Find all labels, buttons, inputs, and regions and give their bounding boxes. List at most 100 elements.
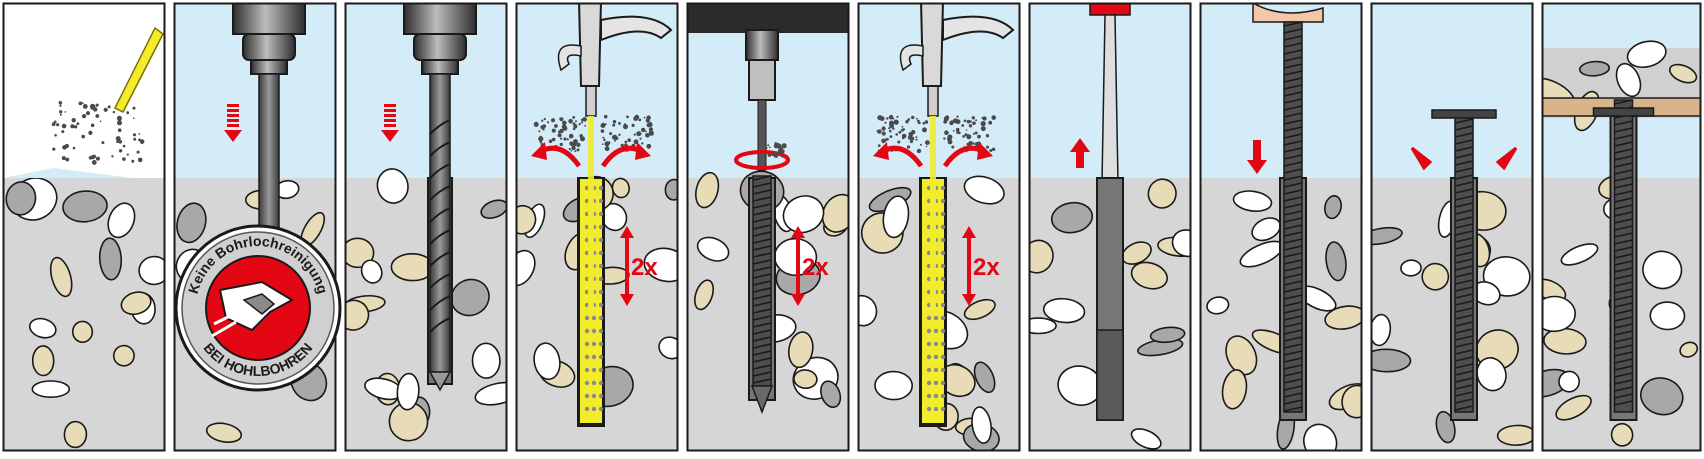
- panel-border-7: [1028, 2, 1192, 452]
- dust-pile-edge: [3, 168, 133, 178]
- dust-particle: [563, 125, 566, 128]
- aggregate-stone: [396, 372, 420, 411]
- aggregate-stone: [1555, 394, 1592, 421]
- aggregate-stone: [205, 422, 243, 443]
- rod-thread: [1454, 405, 1474, 411]
- dust-particle: [955, 119, 958, 121]
- rod-thread: [1614, 351, 1633, 357]
- sleeve-perforation: [584, 341, 590, 347]
- step-panel-10: [1542, 3, 1701, 451]
- dust-particle: [574, 150, 577, 153]
- aggregate-stone: [533, 342, 561, 381]
- rod-thread: [1454, 230, 1474, 236]
- arrow-down-icon: [791, 294, 805, 306]
- aggregate-stone: [793, 369, 818, 390]
- dust-particle: [569, 136, 572, 139]
- dust-particle: [645, 118, 650, 123]
- sleeve-perforation: [598, 315, 604, 321]
- step-panel-5: [687, 3, 849, 451]
- rod-thread: [752, 364, 772, 370]
- aggregate-stone: [1649, 301, 1686, 331]
- dust-particle: [646, 143, 652, 149]
- arrow-dash: [227, 109, 239, 112]
- rod-thread: [752, 189, 772, 195]
- blow-gun-handle: [942, 15, 1015, 42]
- dust-particle: [884, 121, 887, 124]
- rod-thread: [1614, 330, 1633, 336]
- panel-border-6: [857, 2, 1021, 452]
- dust-particle: [641, 127, 646, 133]
- dust-particle: [138, 138, 141, 142]
- aggregate-stone: [1679, 341, 1699, 358]
- aggregate-stone: [1324, 305, 1362, 330]
- drill-bit-tip: [428, 371, 452, 392]
- dust-particle: [981, 116, 985, 120]
- rod-thread: [1614, 239, 1633, 245]
- rod-thread: [1454, 153, 1474, 159]
- dust-particle: [61, 130, 65, 134]
- drill-chuck-collar: [242, 33, 296, 61]
- dust-particle: [777, 148, 783, 153]
- rod-thread: [1454, 167, 1474, 173]
- rod-thread: [1283, 196, 1303, 202]
- dust-particle: [64, 111, 67, 113]
- step-panel-4: [516, 3, 678, 451]
- dust-particle: [584, 124, 587, 127]
- rod-thread: [752, 287, 772, 293]
- dust-particle: [645, 133, 650, 138]
- dust-particle: [118, 149, 123, 153]
- drill-chuck: [745, 29, 779, 61]
- arrow-down-icon: [962, 294, 976, 306]
- dust-particle: [117, 128, 122, 132]
- dust-particle: [986, 145, 989, 149]
- aggregate-stone: [28, 317, 57, 339]
- step-panel-3: [345, 3, 507, 451]
- arrow-up-icon: [791, 226, 805, 238]
- dust-particle: [889, 135, 893, 139]
- washer-plate: [1592, 107, 1655, 117]
- dust-particle: [600, 123, 606, 128]
- dust-particle: [86, 111, 90, 116]
- rod-thread: [752, 175, 772, 181]
- dust-particle: [638, 118, 642, 122]
- washer-plate: [1431, 109, 1497, 119]
- dust-particle: [961, 124, 965, 127]
- rod-thread: [752, 259, 772, 265]
- rod-thread: [752, 294, 772, 300]
- aggregate-stone: [1558, 370, 1581, 393]
- dust-particle: [943, 137, 946, 140]
- sleeve-perforation: [591, 354, 597, 360]
- sleeve-perforation: [940, 367, 946, 373]
- rod-thread: [1614, 246, 1633, 252]
- sleeve-perforation: [598, 198, 604, 204]
- dust-particle: [91, 160, 97, 165]
- rod-thread: [1614, 358, 1633, 364]
- aggregate-stone: [1642, 250, 1683, 290]
- dust-particle: [61, 123, 67, 129]
- dust-particle: [122, 144, 126, 148]
- arrow-dash: [384, 124, 396, 127]
- rod-thread: [1454, 384, 1474, 390]
- dust-particle: [991, 147, 996, 151]
- dust-particle: [922, 127, 927, 133]
- rod-thread: [752, 308, 772, 314]
- dust-particle: [916, 119, 920, 123]
- rod-thread: [1454, 321, 1474, 327]
- sleeve-perforation: [584, 354, 590, 360]
- rod-thread: [1614, 197, 1633, 203]
- step-panel-2: [174, 3, 336, 451]
- dust-particle: [962, 135, 966, 138]
- dust-particle: [112, 110, 116, 114]
- aggregate-stone: [1400, 259, 1422, 277]
- rod-thread: [1614, 183, 1633, 189]
- air-stream: [588, 116, 594, 310]
- rod-thread: [1283, 399, 1303, 405]
- rod-thread: [752, 273, 772, 279]
- rod-thread: [1614, 379, 1633, 385]
- aggregate-stone: [787, 331, 814, 369]
- sleeve-perforation: [598, 289, 604, 295]
- dust-particle: [901, 128, 904, 132]
- rod-thread: [1614, 141, 1633, 147]
- aggregate-stone: [516, 204, 537, 235]
- rod-thread: [1454, 174, 1474, 180]
